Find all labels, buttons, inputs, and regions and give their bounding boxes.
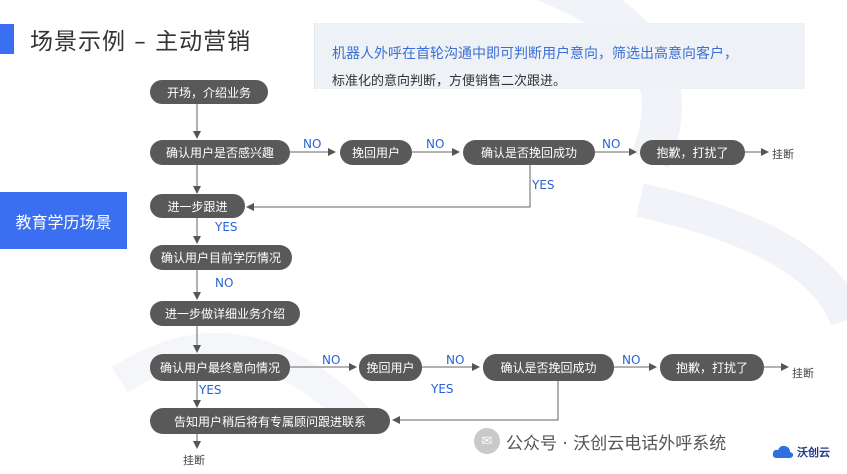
- terminal-hangup: 挂断: [772, 148, 794, 161]
- edge-label-yes: YES: [532, 178, 555, 192]
- wechat-icon: ✉: [474, 428, 500, 454]
- node-apology-2: 抱歉，打扰了: [660, 354, 764, 381]
- page-title: 场景示例 – 主动营销: [30, 29, 252, 55]
- edge-label-no: NO: [446, 353, 465, 367]
- terminal-hangup: 挂断: [792, 367, 814, 380]
- edge-label-no: NO: [426, 137, 445, 151]
- edge-label-yes: YES: [215, 220, 238, 234]
- node-opening: 开场，介绍业务: [150, 80, 268, 104]
- node-apology-1: 抱歉，打扰了: [640, 140, 745, 165]
- node-follow-up: 进一步跟进: [150, 194, 245, 218]
- edge-label-no: NO: [622, 353, 641, 367]
- node-confirm-retain-2: 确认是否挽回成功: [483, 354, 614, 381]
- edge-n4-n6: [246, 165, 531, 211]
- logo-text: 沃创云: [797, 446, 830, 459]
- brand-logo: 沃创云: [772, 444, 830, 460]
- scene-label: 教育学历场景: [0, 192, 127, 249]
- edge-label-no: NO: [303, 137, 322, 151]
- node-confirm-final-intent: 确认用户最终意向情况: [150, 354, 290, 381]
- node-confirm-retain-1: 确认是否挽回成功: [463, 140, 595, 165]
- node-advisor-contact: 告知用户稍后将有专属顾问跟进联系: [150, 408, 390, 434]
- edge-label-no: NO: [215, 276, 234, 290]
- note-line-1: 机器人外呼在首轮沟通中即可判断用户意向，筛选出高意向客户，: [332, 46, 738, 62]
- note-line-2: 标准化的意向判断，方便销售二次跟进。: [332, 74, 567, 89]
- note-box: [314, 23, 805, 89]
- node-retain-user-1: 挽回用户: [340, 140, 412, 165]
- watermark-text: 公众号 · 沃创云电话外呼系统: [506, 433, 727, 454]
- edge-label-no: NO: [322, 353, 341, 367]
- node-confirm-interest: 确认用户是否感兴趣: [150, 140, 290, 165]
- node-detailed-intro: 进一步做详细业务介绍: [150, 301, 300, 326]
- edge-n11-n13: [392, 381, 559, 424]
- watermark: ✉ 公众号 · 沃创云电话外呼系统: [474, 428, 726, 454]
- node-retain-user-2: 挽回用户: [359, 354, 422, 381]
- edge-label-yes: YES: [431, 382, 454, 396]
- terminal-hangup: 挂断: [183, 454, 205, 467]
- edge-label-yes: YES: [199, 383, 222, 397]
- edge-label-no: NO: [602, 137, 621, 151]
- cloud-logo-icon: [772, 445, 794, 458]
- title-accent-bar: [0, 24, 14, 54]
- node-confirm-education: 确认用户目前学历情况: [150, 245, 292, 270]
